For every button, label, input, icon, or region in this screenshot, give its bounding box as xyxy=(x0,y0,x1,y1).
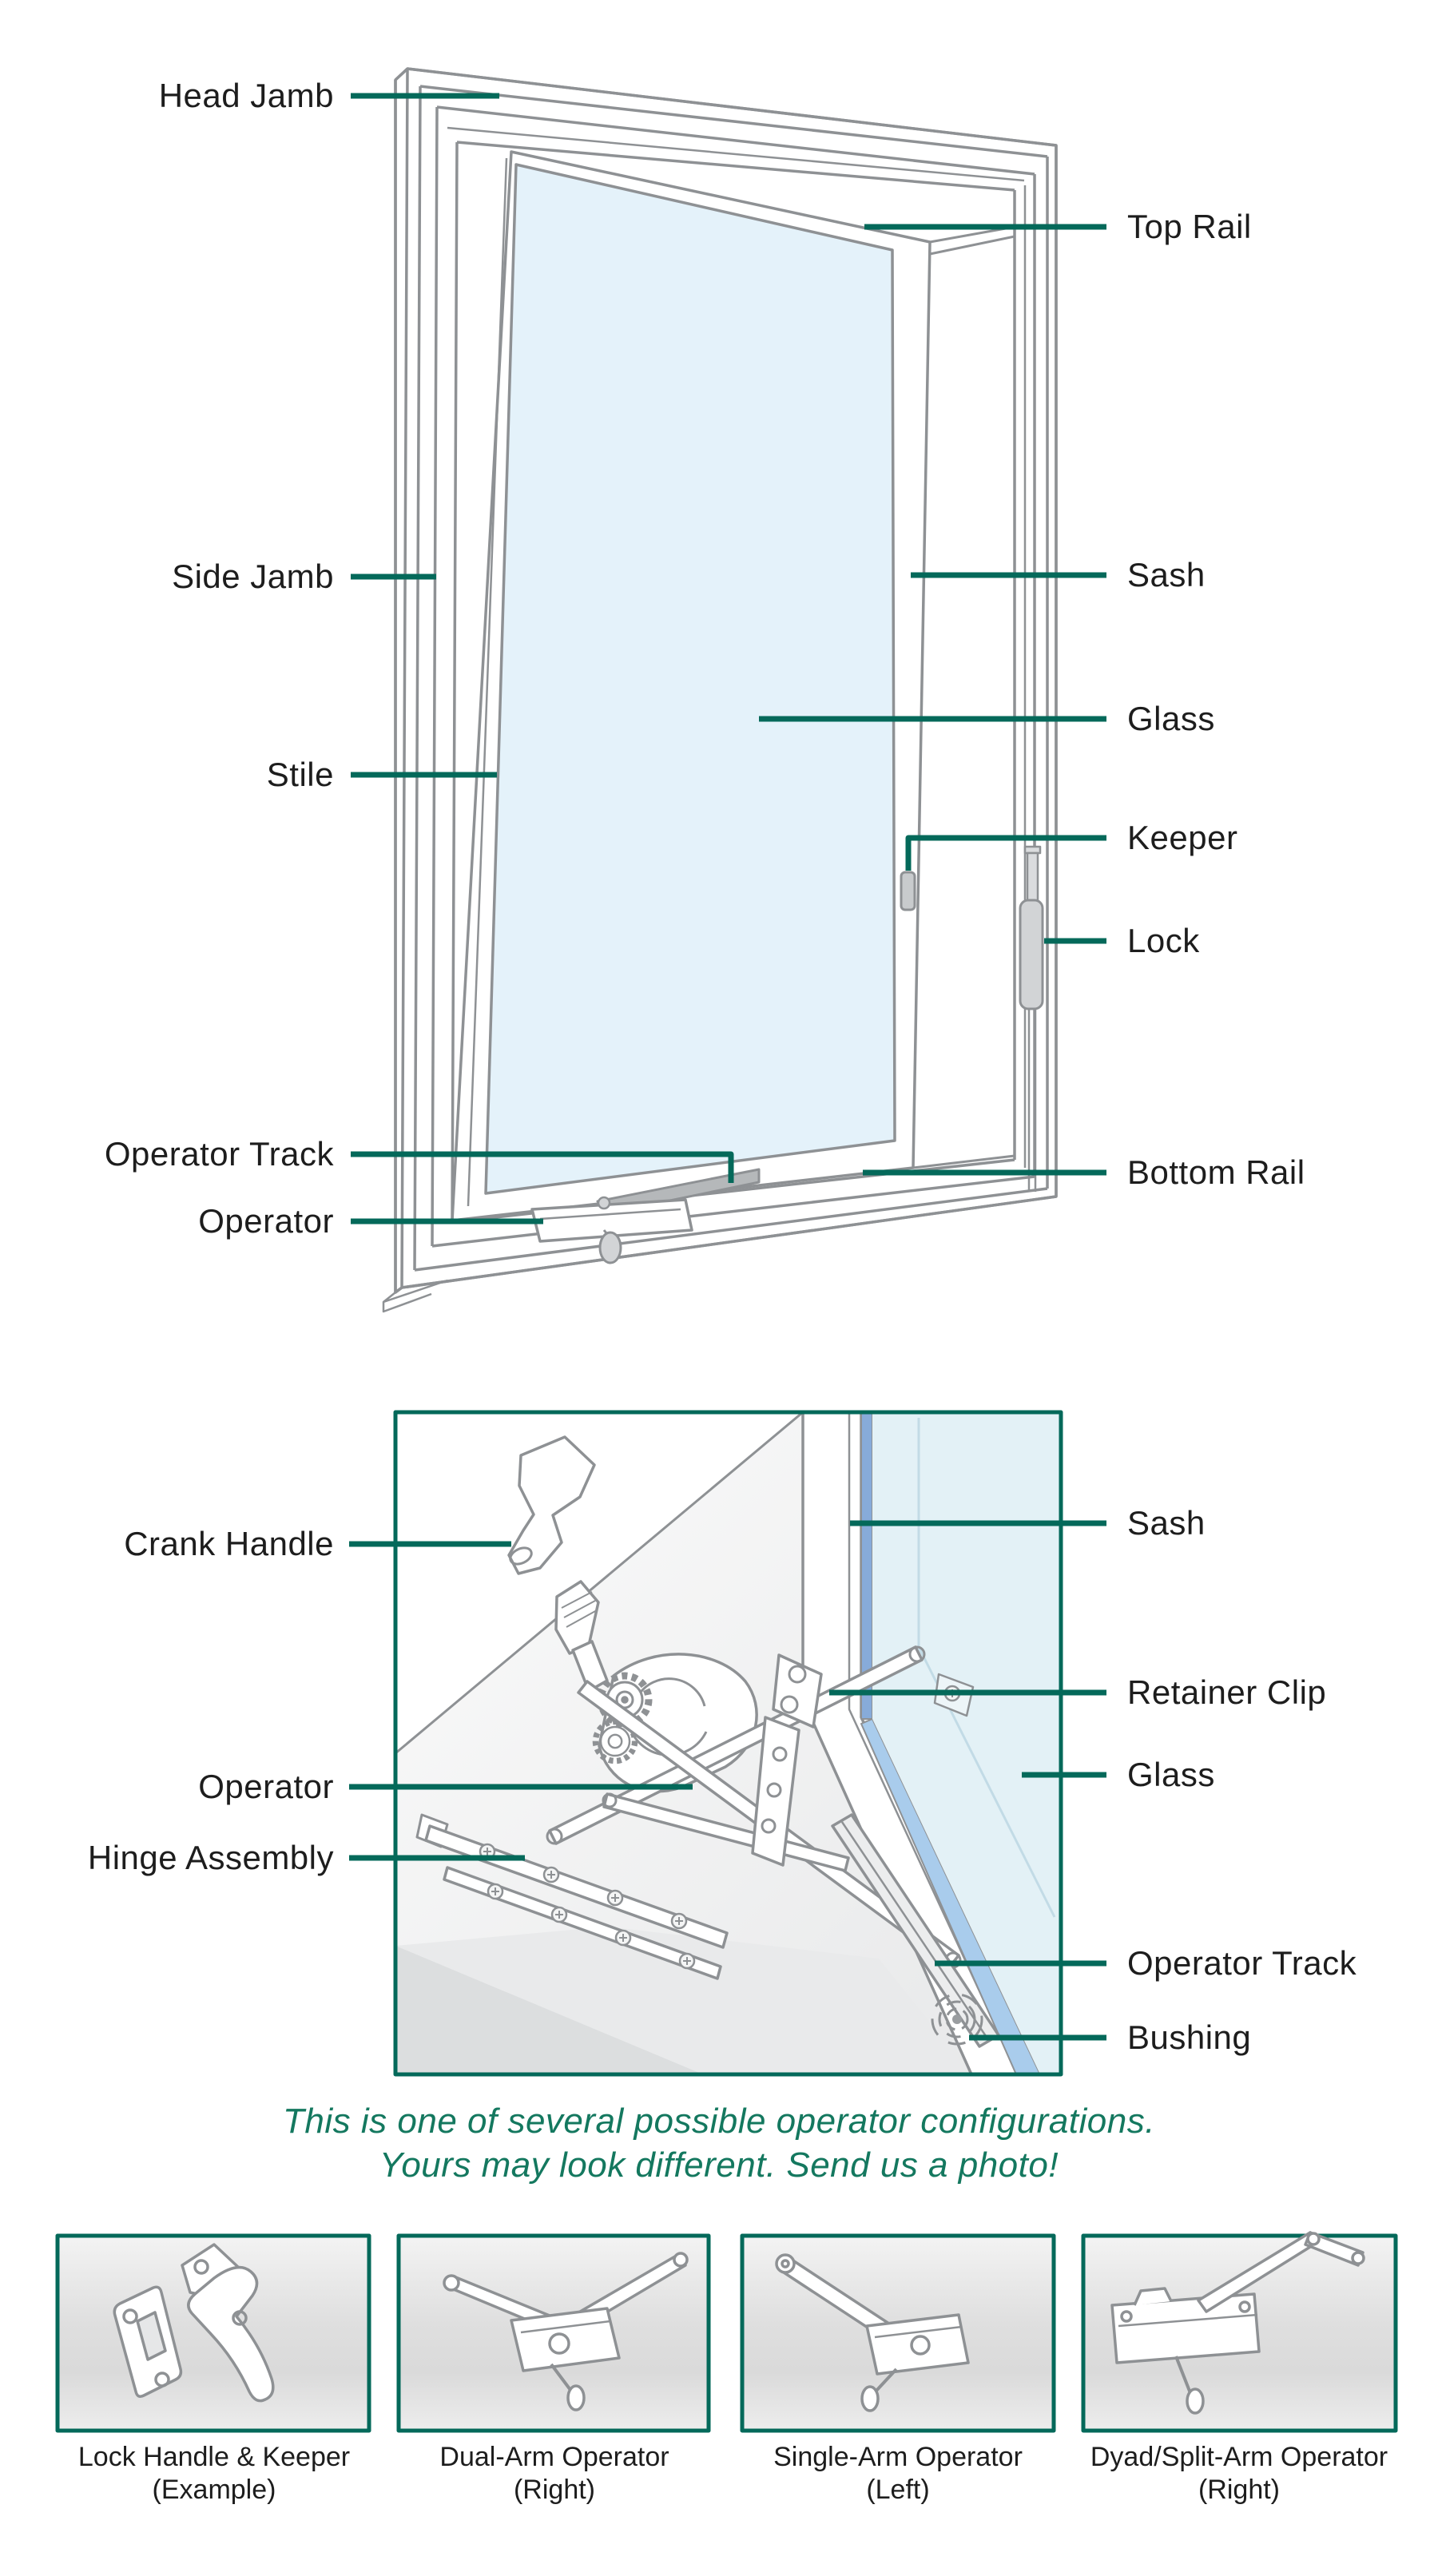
leader-keeper xyxy=(905,835,1106,871)
label-sash-mid: Sash xyxy=(1127,1504,1206,1542)
label-side-jamb: Side Jamb xyxy=(172,558,334,595)
label-head-jamb: Head Jamb xyxy=(158,77,334,114)
configuration-note-line2: Yours may look different. Send us a phot… xyxy=(379,2145,1059,2185)
thumbnail-subtitle: (Left) xyxy=(866,2475,930,2505)
label-retainer-clip: Retainer Clip xyxy=(1127,1673,1327,1711)
thumbnail-dual-arm-operator xyxy=(396,2233,711,2433)
thumbnail-lock-handle-keeper xyxy=(55,2233,371,2433)
thumbnail-caption-dual-arm-operator: Dual-Arm Operator (Right) xyxy=(398,2441,711,2507)
label-stile: Stile xyxy=(266,756,334,793)
label-bushing: Bushing xyxy=(1127,2018,1252,2056)
thumbnail-subtitle: (Right) xyxy=(1198,2475,1281,2505)
label-operator-track-mid: Operator Track xyxy=(1127,1944,1357,1982)
label-lock: Lock xyxy=(1127,922,1200,959)
thumbnail-caption-single-arm-operator: Single-Arm Operator (Left) xyxy=(741,2441,1055,2507)
label-sash-top: Sash xyxy=(1127,556,1206,593)
label-top-rail: Top Rail xyxy=(1127,208,1252,245)
configuration-note: This is one of several possible operator… xyxy=(0,2099,1438,2187)
top-window-illustration xyxy=(382,67,1058,1313)
label-bottom-rail: Bottom Rail xyxy=(1127,1153,1305,1191)
thumbnail-subtitle: (Right) xyxy=(513,2475,596,2505)
label-glass-mid: Glass xyxy=(1127,1756,1215,1793)
thumbnail-title: Lock Handle & Keeper xyxy=(77,2442,351,2472)
thumbnail-caption-dyad-split-arm-operator: Dyad/Split-Arm Operator (Right) xyxy=(1082,2441,1396,2507)
label-operator-track-top: Operator Track xyxy=(104,1135,334,1173)
label-operator-top: Operator xyxy=(198,1202,334,1240)
thumbnail-title: Dual-Arm Operator xyxy=(439,2442,669,2472)
label-operator-mid: Operator xyxy=(198,1768,334,1805)
leader-operator-track-top xyxy=(351,1151,734,1183)
configuration-note-line1: This is one of several possible operator… xyxy=(283,2102,1155,2141)
thumbnail-title: Dyad/Split-Arm Operator xyxy=(1090,2442,1388,2472)
thumbnail-caption-lock-handle-keeper: Lock Handle & Keeper (Example) xyxy=(58,2441,371,2507)
label-hinge-assembly: Hinge Assembly xyxy=(87,1839,334,1876)
thumbnail-title: Single-Arm Operator xyxy=(773,2442,1023,2472)
thumbnail-subtitle: (Example) xyxy=(152,2475,276,2505)
label-keeper: Keeper xyxy=(1127,819,1238,856)
leader-lines xyxy=(349,93,1106,2041)
thumbnail-single-arm-operator xyxy=(740,2233,1056,2433)
label-crank-handle: Crank Handle xyxy=(124,1525,334,1562)
label-glass-top: Glass xyxy=(1127,700,1215,737)
operator-closeup-illustration xyxy=(393,1410,1063,2077)
thumbnail-dyad-split-arm-operator xyxy=(1081,2231,1398,2433)
